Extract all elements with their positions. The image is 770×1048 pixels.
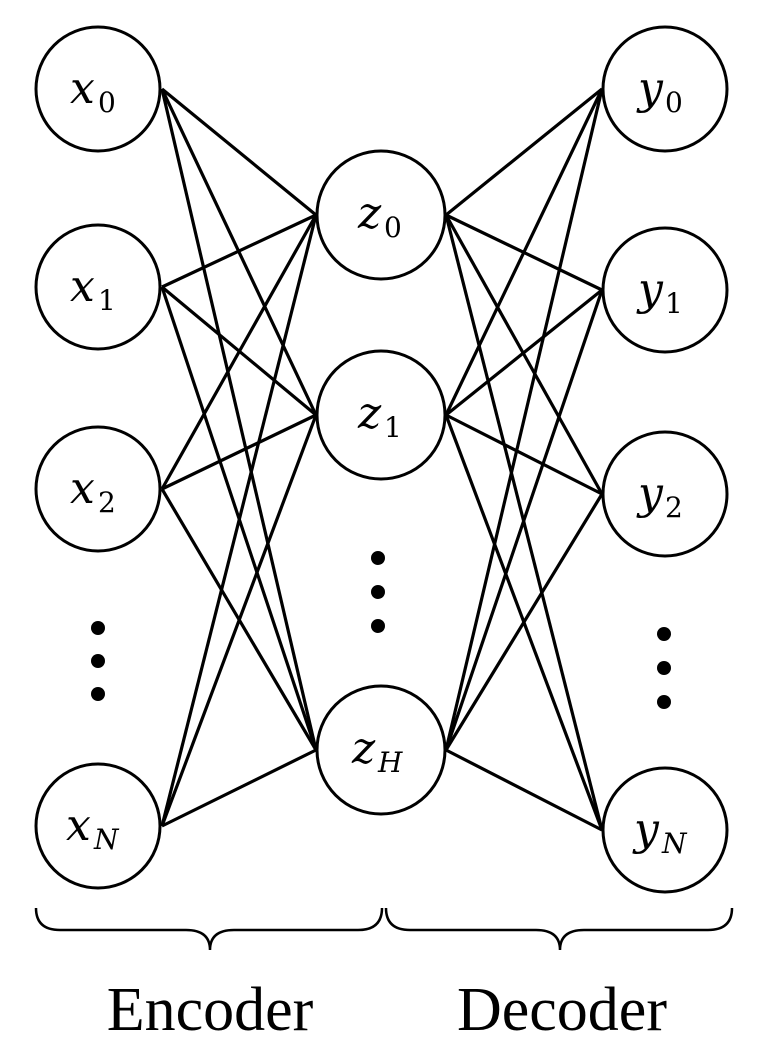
decoder-edge-1-0 xyxy=(444,88,604,416)
latent-node-z0: z 0 xyxy=(315,149,447,281)
encoder-brace xyxy=(34,907,384,951)
input-node-x1: x 1 xyxy=(34,223,162,351)
encoder-edge-3-1 xyxy=(160,414,318,827)
decoder-edge-0-0 xyxy=(444,87,604,217)
encoder-label: Encoder xyxy=(107,976,314,1044)
output-ellipsis xyxy=(657,627,671,709)
decoder-edge-2-3 xyxy=(445,748,603,832)
node-subscript: 2 xyxy=(98,486,116,519)
node-symbol: y xyxy=(636,264,664,315)
decoder-brace xyxy=(384,907,734,951)
decoder-edge-2-2 xyxy=(444,493,604,751)
node-subscript: 1 xyxy=(98,284,116,317)
latent-ellipsis xyxy=(371,551,385,633)
node-symbol: x xyxy=(70,261,95,312)
node-symbol: y xyxy=(632,804,660,855)
latent-node-z1: z 1 xyxy=(315,349,447,481)
input-ellipsis xyxy=(91,621,105,701)
node-subscript: 0 xyxy=(384,211,402,244)
node-symbol: y xyxy=(636,468,664,519)
input-node-x0: x 0 xyxy=(34,25,162,153)
node-symbol: x xyxy=(66,800,91,851)
decoder-edge-2-1 xyxy=(444,289,604,751)
encoder-edge-2-0 xyxy=(160,214,318,490)
node-subscript: 1 xyxy=(665,287,683,320)
node-symbol: y xyxy=(636,63,664,114)
node-subscript: 2 xyxy=(665,491,683,524)
encoder-edge-1-0 xyxy=(161,213,317,289)
node-subscript: 1 xyxy=(384,411,402,444)
node-subscript: H xyxy=(377,746,403,779)
decoder-label: Decoder xyxy=(457,976,667,1044)
encoder-edge-3-2 xyxy=(161,748,317,828)
encoder-edge-3-0 xyxy=(160,214,318,827)
node-symbol: z xyxy=(357,388,382,439)
node-symbol: x xyxy=(70,63,95,114)
output-node-y0: y 0 xyxy=(601,25,729,153)
node-symbol: z xyxy=(357,188,382,239)
node-subscript: 0 xyxy=(98,86,116,119)
decoder-edge-1-2 xyxy=(445,413,603,496)
encoder-edge-0-0 xyxy=(160,87,318,217)
encoder-edge-2-1 xyxy=(161,413,317,491)
encoder-edge-0-2 xyxy=(160,88,318,751)
decoder-edge-1-1 xyxy=(444,288,604,417)
input-node-x2: x 2 xyxy=(34,425,162,553)
node-symbol: z xyxy=(351,723,376,774)
output-node-yN: y N xyxy=(601,766,729,894)
decoder-edge-2-0 xyxy=(444,88,604,751)
node-subscript: N xyxy=(93,823,120,856)
output-node-y1: y 1 xyxy=(601,226,729,354)
output-node-y2: y 2 xyxy=(601,430,729,558)
node-subscript: N xyxy=(661,827,688,860)
input-node-xN: x N xyxy=(34,762,162,890)
node-symbol: x xyxy=(70,463,95,514)
latent-node-zH: z H xyxy=(315,684,447,816)
node-subscript: 0 xyxy=(665,86,683,119)
connections xyxy=(160,87,604,832)
